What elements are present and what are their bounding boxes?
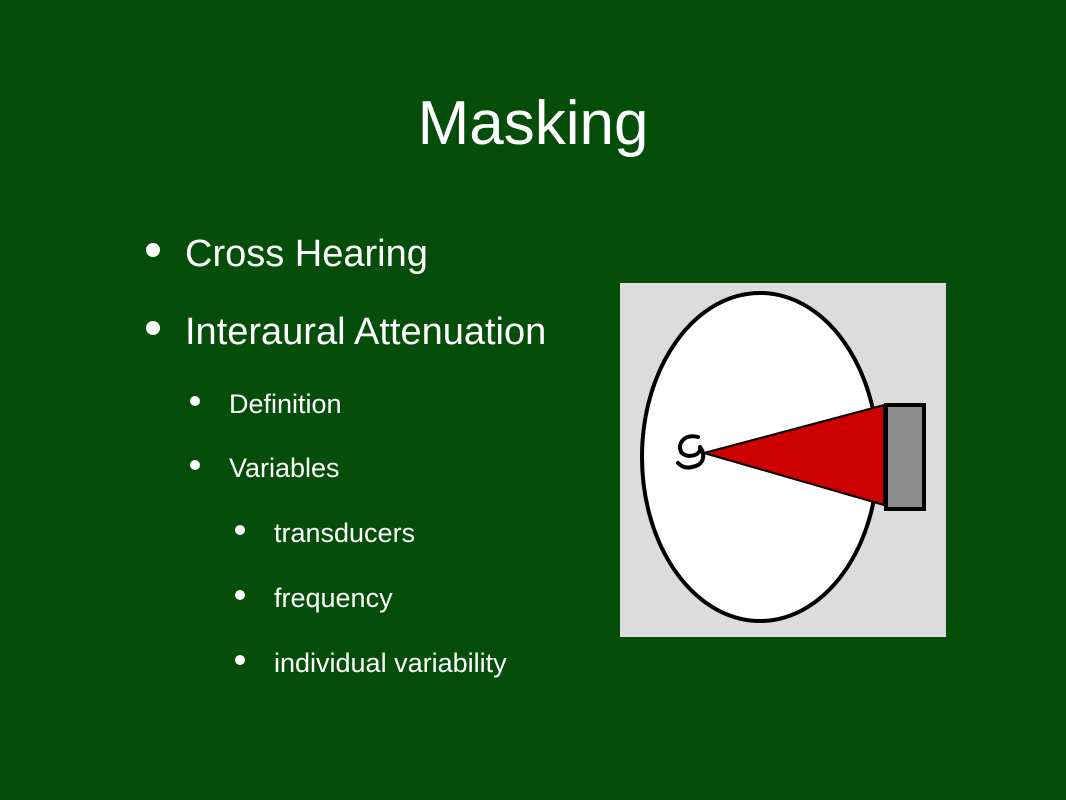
- bullet-dot-icon: [146, 243, 160, 257]
- bullet-dot-icon: [235, 590, 245, 600]
- cochlea-icon: [676, 434, 706, 470]
- bullet-dot-icon: [146, 321, 160, 335]
- transducer-icon: [884, 403, 926, 511]
- bullet-text: frequency: [274, 583, 393, 613]
- bullet-text: transducers: [274, 518, 416, 548]
- bullet-text: individual variability: [274, 648, 507, 678]
- bullet-dot-icon: [190, 396, 200, 406]
- bullet-dot-icon: [190, 460, 200, 470]
- bullet-text: Cross Hearing: [185, 233, 428, 275]
- bullet-text: Definition: [229, 389, 342, 419]
- bullet-text: Variables: [229, 453, 340, 483]
- bullet-dot-icon: [235, 525, 245, 535]
- slide-title: Masking: [417, 89, 649, 158]
- bullet-text: Interaural Attenuation: [185, 311, 547, 353]
- sound-cone: [700, 403, 885, 507]
- cross-hearing-diagram: [620, 283, 946, 637]
- bullet-dot-icon: [235, 655, 245, 665]
